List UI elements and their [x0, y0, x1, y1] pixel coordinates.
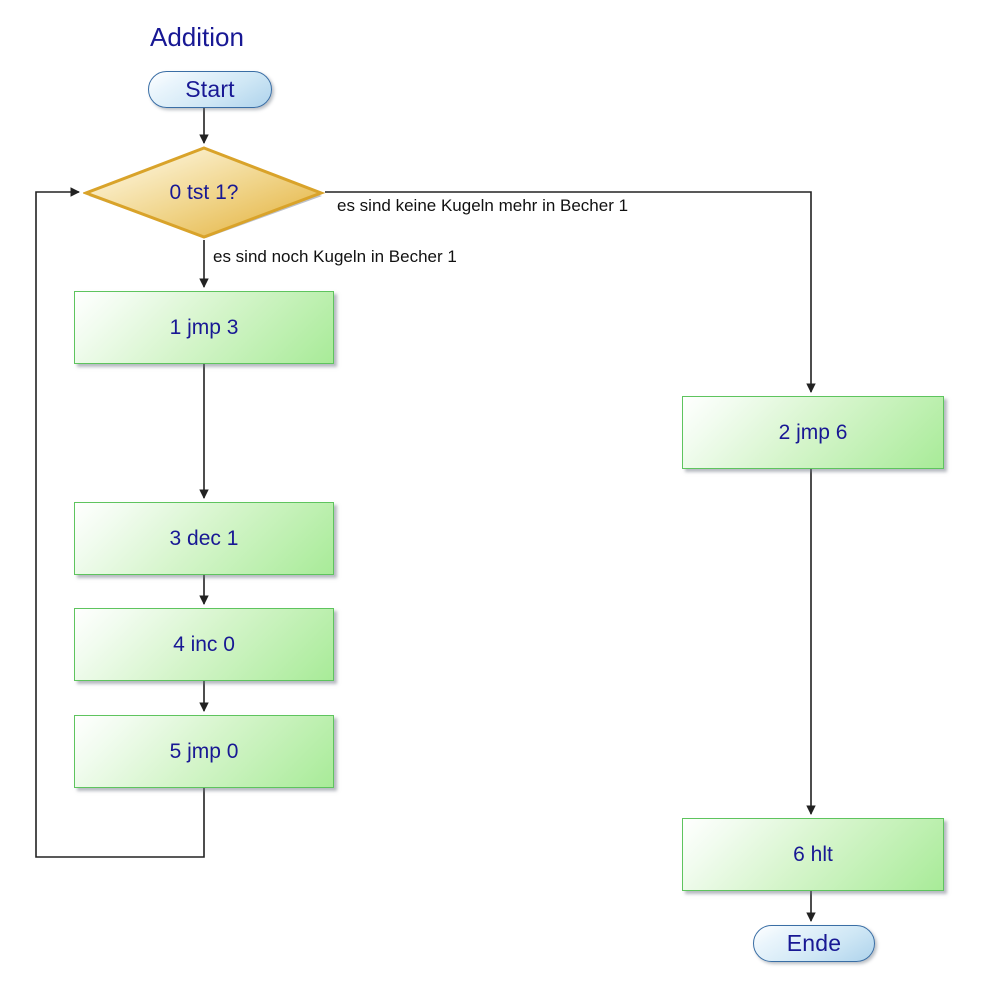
edge-jmp0-loop-to-decision [35, 187, 205, 858]
edge-label-no-balls: es sind keine Kugeln mehr in Becher 1 [337, 196, 629, 215]
diagram-title: Addition [150, 22, 244, 52]
node-dec1-label: 3 dec 1 [169, 526, 239, 550]
node-jmp6[interactable]: 2 jmp 6 [682, 396, 944, 469]
edge-decision-to-jmp6 [325, 191, 816, 393]
node-hlt-label: 6 hlt [793, 842, 833, 866]
node-decision-tst[interactable]: 0 tst 1? [83, 146, 325, 240]
node-dec1[interactable]: 3 dec 1 [74, 502, 334, 575]
node-start[interactable]: Start [148, 71, 272, 108]
node-end-label: Ende [786, 930, 842, 956]
node-inc0[interactable]: 4 inc 0 [74, 608, 334, 681]
node-jmp0[interactable]: 5 jmp 0 [74, 715, 334, 788]
node-end[interactable]: Ende [753, 925, 875, 962]
node-jmp6-label: 2 jmp 6 [778, 420, 848, 444]
diamond-shape-icon [83, 146, 325, 239]
node-jmp3[interactable]: 1 jmp 3 [74, 291, 334, 364]
node-jmp3-label: 1 jmp 3 [169, 315, 239, 339]
node-start-label: Start [185, 76, 235, 102]
node-decision-label: 0 tst 1? [169, 181, 239, 204]
edge-label-has-balls: es sind noch Kugeln in Becher 1 [213, 247, 457, 266]
node-jmp0-label: 5 jmp 0 [169, 739, 239, 763]
node-hlt[interactable]: 6 hlt [682, 818, 944, 891]
node-inc0-label: 4 inc 0 [173, 632, 235, 656]
